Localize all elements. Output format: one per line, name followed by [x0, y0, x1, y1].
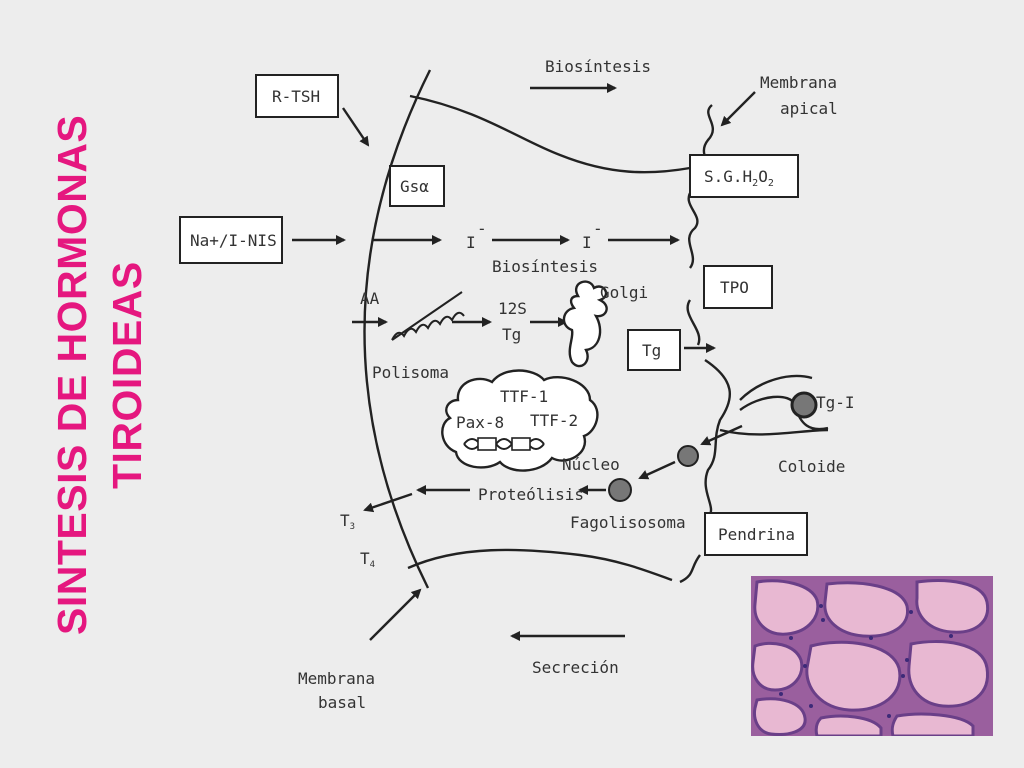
r-tsh-box: R-TSH [255, 74, 339, 118]
iodide-sign-1: - [477, 219, 487, 238]
ttf1-label: TTF-1 [500, 387, 548, 406]
pocket-lower [719, 428, 829, 436]
tpo-box: TPO [703, 265, 773, 309]
gs-alpha-label: Gsα [400, 177, 429, 196]
t4-sub: 4 [370, 560, 375, 570]
biosintesis-mid-label: Biosíntesis [492, 257, 598, 276]
tg-i-label: Tg-I [816, 393, 855, 412]
secrecion-label: Secreción [532, 658, 619, 677]
pendrina-label: Pendrina [718, 525, 795, 544]
iodide-sign-2: - [593, 219, 603, 238]
sgh2o2-box: S.G.H2O2 [689, 154, 799, 198]
t4-label: T [360, 549, 370, 568]
dna-gene [463, 437, 545, 451]
phagolysosome-arrow [638, 460, 676, 480]
tg-box: Tg [627, 329, 681, 371]
biosintesis-top-label: Biosíntesis [545, 57, 651, 76]
s12-label: 12S [498, 299, 527, 318]
membrana-basal-arrow [369, 588, 422, 641]
tg-label: Tg [642, 341, 661, 360]
membrana-basal-label-2: basal [318, 693, 366, 712]
sgh2o2-sub-2: 2 [768, 178, 774, 189]
basal-membrane-curve [363, 69, 432, 589]
membrana-apical-arrow [720, 91, 756, 127]
tg-12s-label: Tg [502, 325, 521, 344]
proteolisis-label: Proteólisis [478, 485, 584, 504]
golgi-label: Golgi [600, 283, 648, 302]
t3-sub: 3 [350, 522, 355, 532]
apical-membrane-curve [679, 104, 731, 584]
endocytic-vesicle [677, 445, 699, 467]
cell-top-edge [409, 94, 691, 174]
r-tsh-label: R-TSH [272, 87, 320, 106]
fagolisosoma-label: Fagolisosoma [570, 513, 686, 532]
iodide-label-1: I [466, 233, 476, 252]
sgh2o2-sub-1: 2 [752, 178, 758, 189]
t3-label: T [340, 511, 350, 530]
nis-label: Na+/I-NIS [190, 231, 277, 250]
pendrina-box: Pendrina [704, 512, 808, 556]
ttf2-label: TTF-2 [530, 411, 578, 430]
svg-text:T4: T4 [360, 549, 375, 570]
iodide-label-2: I [582, 233, 592, 252]
nucleo-label: Núcleo [562, 455, 620, 474]
thyroid-histology-image [751, 576, 993, 736]
tg-i-vesicle [790, 391, 818, 419]
membrana-basal-label-1: Membrana [298, 669, 375, 688]
svg-text:S.G.H2O2: S.G.H2O2 [704, 167, 774, 189]
tpo-label: TPO [720, 278, 749, 297]
pax8-label: Pax-8 [456, 413, 504, 432]
endocytosis-arrow [700, 424, 743, 446]
t3-release-arrow [363, 492, 413, 513]
phagolysosome-vesicle [608, 478, 632, 502]
coloide-label: Coloide [778, 457, 845, 476]
sgh2o2-label: S.G.H [704, 167, 752, 186]
svg-text:T3: T3 [340, 511, 355, 532]
r-tsh-arrow [342, 107, 370, 147]
polisoma-label: Polisoma [372, 363, 449, 382]
nis-box: Na+/I-NIS [179, 216, 283, 264]
sgh2o2-mid: O [758, 167, 768, 186]
membrana-apical-label-2: apical [780, 99, 838, 118]
aa-label: AA [360, 289, 380, 308]
cell-bottom-edge [407, 548, 673, 582]
polisoma-coil [391, 291, 465, 341]
membrana-apical-label-1: Membrana [760, 73, 837, 92]
gs-alpha-box: Gsα [389, 165, 445, 207]
golgi-shape [562, 280, 608, 368]
